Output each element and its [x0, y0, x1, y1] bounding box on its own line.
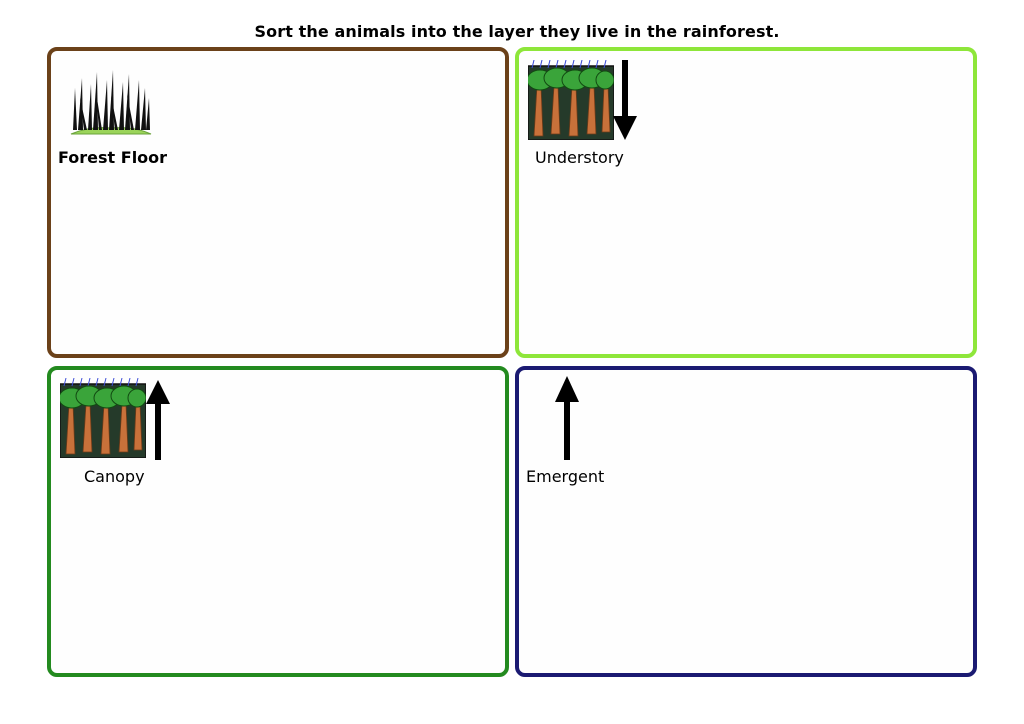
emergent-drop-zone[interactable] — [515, 366, 977, 677]
grass-icon — [70, 70, 152, 135]
rainforest-trees-icon — [528, 60, 614, 140]
canopy-label: Canopy — [84, 467, 145, 486]
arrow-up-icon — [146, 380, 170, 460]
arrow-up-icon — [555, 376, 579, 460]
rainforest-trees-icon — [60, 378, 146, 458]
emergent-label: Emergent — [526, 467, 605, 486]
forest-floor-drop-zone[interactable] — [47, 47, 509, 358]
page-title: Sort the animals into the layer they liv… — [254, 22, 780, 41]
arrow-down-icon — [613, 60, 637, 140]
understory-label: Understory — [535, 148, 624, 167]
forest-floor-label: Forest Floor — [58, 148, 168, 167]
